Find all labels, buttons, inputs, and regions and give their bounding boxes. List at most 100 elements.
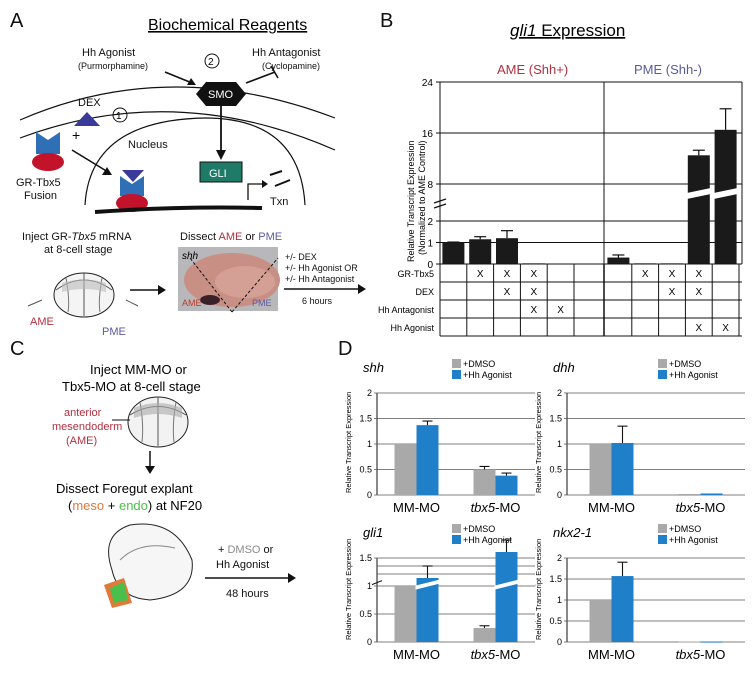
bar-MM-MO-+Hh Agonist [611,576,634,642]
ame-mark-r3-c5: X [557,305,564,316]
y-tick-label-1.5: 1.5 [359,414,372,424]
legend-dmso-label: +DMSO [669,359,701,369]
meso-endo-text: (meso + endo) at NF20 [68,498,202,513]
bar-MM-MO-+Hh Agonist [416,578,439,642]
y-tick-label-1.5: 1.5 [549,414,562,424]
x-category-label-0: MM-MO [588,647,635,662]
ame-mark-r2-c3: X [504,287,511,298]
chart-title-nkx2-1: nkx2-1 [553,525,592,540]
dmso-or-agonist-text: + DMSO or [218,544,274,556]
bar-tbx5-MO-+DMSO [678,641,701,643]
x-category-label-1: tbx5-MO [471,647,521,662]
bar-MM-MO-+Hh Agonist [416,425,439,495]
bar-tbx5-MO-+DMSO [473,628,496,642]
ame-label: AME [30,316,54,328]
y-tick-label-0: 0 [557,490,562,500]
ame-group-header: AME (Shh+) [497,62,568,77]
eight-cell-embryo-sketch [27,272,139,318]
antagonist-inhibit-line [245,71,276,84]
y-tick-label-1: 1 [557,595,562,605]
bar-MM-MO-+DMSO [589,444,612,495]
bar-tbx5-MO-+DMSO [473,469,496,495]
y-tick-label-1.5: 1.5 [549,574,562,584]
plus-sign: + [72,127,80,143]
pme-group-header: PME (Shh-) [634,62,702,77]
legend-agonist-swatch [452,535,461,544]
y-tick-label-8: 8 [427,180,433,191]
panel-b-ylabel-2: (Normalized to AME Control) [417,140,427,255]
transcription-start-arrow [247,183,262,200]
y-tick-label-1.5: 1.5 [359,553,372,563]
ame-mark-r2-c4: X [530,287,537,298]
legend-agonist-swatch [452,370,461,379]
row-label-4: Hh Agonist [390,323,434,333]
legend-agonist-swatch [658,370,667,379]
ame-mark-r1-c2: X [477,269,484,280]
y-tick-label-0: 0 [367,490,372,500]
step-two-circle [204,53,220,69]
inject-to-dissect-arrowhead [158,285,166,295]
y-tick-label-1: 1 [367,439,372,449]
inject-mo-line-1: Inject MM-MO or [90,362,187,377]
c-down-arrowhead [145,466,155,474]
agonist-arrowhead [187,78,196,85]
panel-a-letter: A [10,10,24,32]
axis-break-mark [371,580,383,586]
gli-factor [199,161,243,183]
c-treatment-arrowhead [288,573,296,583]
dex-ligand [74,112,100,126]
chart-title-shh: shh [363,360,384,375]
antagonist-bar [270,65,279,79]
ame-bar-2 [469,239,492,264]
legend-dmso-label: +DMSO [463,524,495,534]
ame-mark-r1-c3: X [504,269,511,280]
bound-gr-receptor [120,176,144,196]
panel-b-ylabel-1: Relative Transcript Expression [406,140,416,262]
fusion-import-arrow [71,149,109,173]
condition-agonist: +/- Hh Agonist OR [285,263,358,273]
pme-label: PME [102,326,126,338]
forty-eight-hours: 48 hours [226,588,269,600]
y-tick-label-0: 0 [367,637,372,647]
legend-dmso-swatch [452,524,461,533]
axis-break-mark-2 [433,203,447,209]
pme-mark-r4-c5: X [722,323,729,334]
cyclopamine-label: (Cyclopamine) [262,61,320,71]
ame-text-2: mesendoderm [52,421,122,433]
cell-membrane-outer [19,86,336,121]
y-tick-label-0.5: 0.5 [549,616,562,626]
legend-dmso-swatch [452,359,461,368]
pme-bar-break-5 [713,188,738,199]
transcription-arrowhead [262,180,268,188]
bar-break-tbx5-MO [494,579,519,590]
legend-dmso-swatch [658,524,667,533]
row-label-2: DEX [415,287,434,297]
bar-tbx5-MO-+DMSO [678,493,701,495]
y-tick-label-16: 16 [422,129,434,140]
pme-mark-r1-c2: X [642,269,649,280]
bar-break-MM-MO [415,579,440,590]
pme-mark-r1-c3: X [669,269,676,280]
x-category-label-1: tbx5-MO [676,500,726,515]
y-tick-label-2: 2 [557,553,562,563]
row-label-1: GR-Tbx5 [397,269,434,279]
bar-tbx5-MO-+Hh Agonist [700,493,723,495]
smo-to-gli-arrowhead [216,150,226,160]
legend-agonist-label: +Hh Agonist [463,370,512,380]
bound-dex [122,170,144,182]
ame-text-3: (AME) [66,435,97,447]
dissect-foregut-text: Dissect Foregut explant [56,481,193,496]
bar-tbx5-MO-+Hh Agonist [495,552,518,642]
panel-b-title: gli1 Expression [510,21,625,40]
bar-tbx5-MO-+Hh Agonist [495,475,518,495]
x-category-label-1: tbx5-MO [471,500,521,515]
panel-b: B gli1 Expression Relative Transcript Ex… [378,10,743,337]
legend-dmso-swatch [658,359,667,368]
y-tick-label-2: 2 [427,217,433,228]
y-tick-label-24: 24 [422,78,434,89]
